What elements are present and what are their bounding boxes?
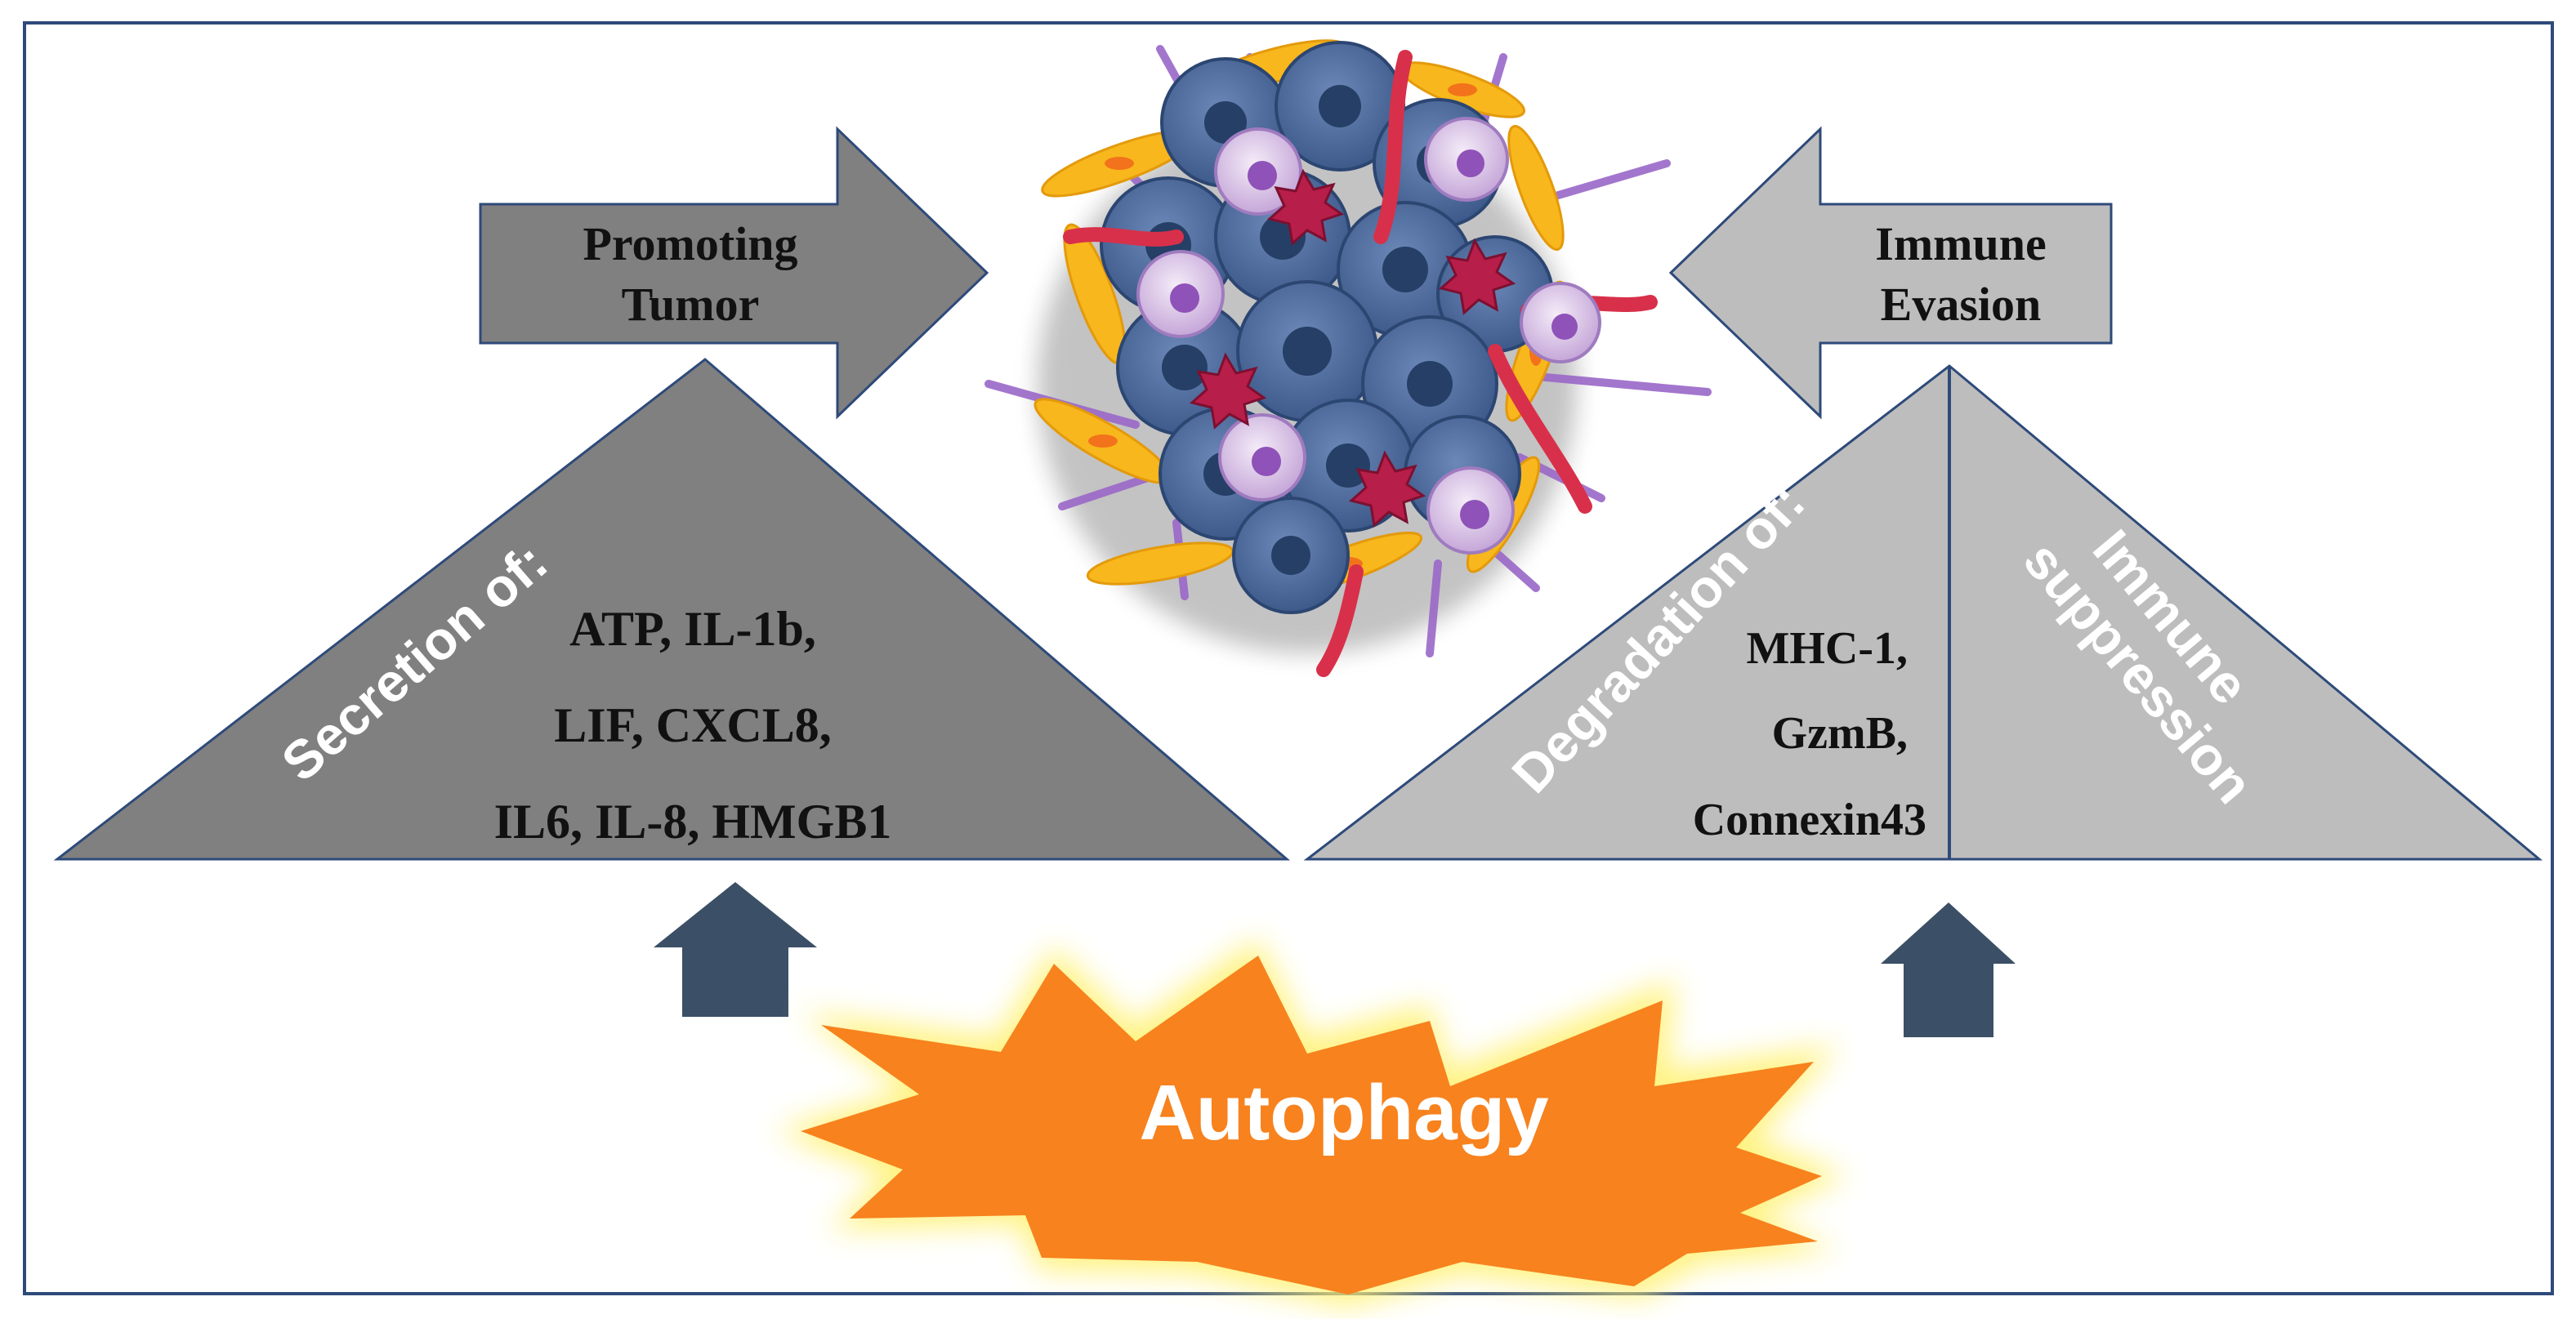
secretion-triangle: Secretion of: ATP, IL-1b, LIF, CXCL8, IL…	[53, 358, 1291, 861]
immune-evasion-arrow: Immune Evasion	[1668, 126, 2113, 420]
promoting-tumor-line1: Promoting	[583, 217, 797, 270]
secretion-line2: LIF, CXCL8,	[554, 698, 832, 752]
immune-evasion-line2: Evasion	[1881, 278, 2042, 331]
secretion-line1: ATP, IL-1b,	[569, 602, 816, 656]
autophagy-label: Autophagy	[1139, 1069, 1548, 1156]
up-arrow-icon-right	[1881, 902, 2016, 1037]
immune-evasion-line1: Immune	[1875, 217, 2046, 270]
secretion-line3: IL6, IL-8, HMGB1	[494, 795, 892, 849]
up-arrow-icon	[654, 882, 817, 1017]
autophagy-starburst: Autophagy	[776, 939, 1846, 1307]
degradation-line3: Connexin43	[1693, 795, 1926, 845]
promoting-tumor-line2: Tumor	[622, 278, 760, 331]
degradation-line1: MHC-1,	[1746, 623, 1908, 674]
degradation-line2: GzmB,	[1772, 708, 1908, 759]
tumor-microenvironment-cluster	[984, 39, 1712, 677]
promoting-tumor-arrow: Promoting Tumor	[479, 126, 989, 420]
